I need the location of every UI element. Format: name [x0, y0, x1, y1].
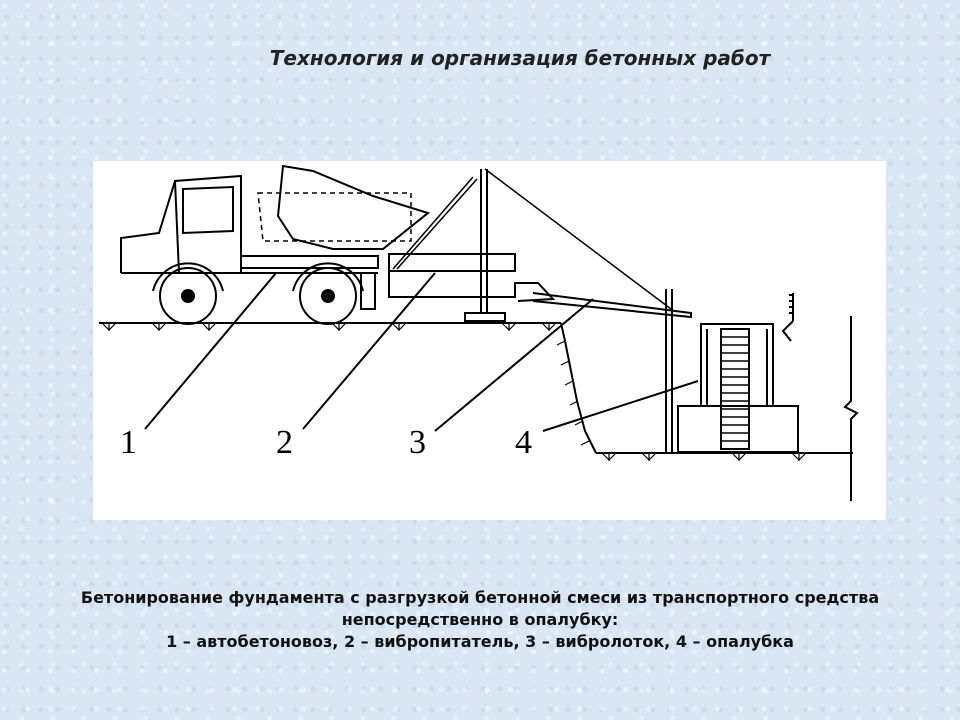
mast	[480, 169, 488, 313]
break-line	[843, 316, 859, 501]
pit-right-edge	[781, 320, 794, 342]
front-wheel	[159, 267, 217, 325]
diagram-svg: 1 2 3 4	[99, 164, 859, 501]
chute-support	[665, 289, 673, 453]
caption-line-2: непосредственно в опалубку:	[341, 610, 619, 629]
vibrofeeder-hopper	[388, 271, 556, 302]
vibrofeeder	[388, 253, 516, 272]
rear-wheel	[299, 267, 357, 325]
truck-chassis	[241, 255, 379, 269]
leader-line-3	[434, 298, 594, 432]
slide-title: Технология и организация бетонных работ	[269, 46, 771, 70]
caption-line-3: 1 – автобетоновоз, 2 – вибропитатель, 3 …	[166, 632, 794, 651]
formwork-base	[677, 405, 799, 453]
callout-1: 1	[120, 424, 137, 461]
callout-3: 3	[409, 424, 426, 461]
caption-line-1: Бетонирование фундамента с разгрузкой бе…	[80, 588, 880, 607]
formwork-fill	[721, 336, 749, 442]
leader-line-4	[542, 380, 699, 432]
leader-line-1	[144, 272, 277, 430]
truck-cab	[120, 174, 242, 273]
figure-caption: Бетонирование фундамента с разгрузкой бе…	[10, 587, 950, 653]
excavation-slope	[560, 322, 597, 454]
callout-2: 2	[276, 424, 293, 461]
vibrochute	[532, 292, 692, 319]
concreting-diagram: 1 2 3 4	[93, 161, 886, 520]
leader-line-2	[302, 272, 436, 430]
mixer-drum	[276, 164, 431, 250]
drum-dashed-outline	[257, 192, 412, 242]
formwork-column	[700, 323, 774, 407]
cable	[484, 168, 672, 310]
ground-hatching	[102, 323, 556, 331]
callout-4: 4	[515, 424, 532, 461]
